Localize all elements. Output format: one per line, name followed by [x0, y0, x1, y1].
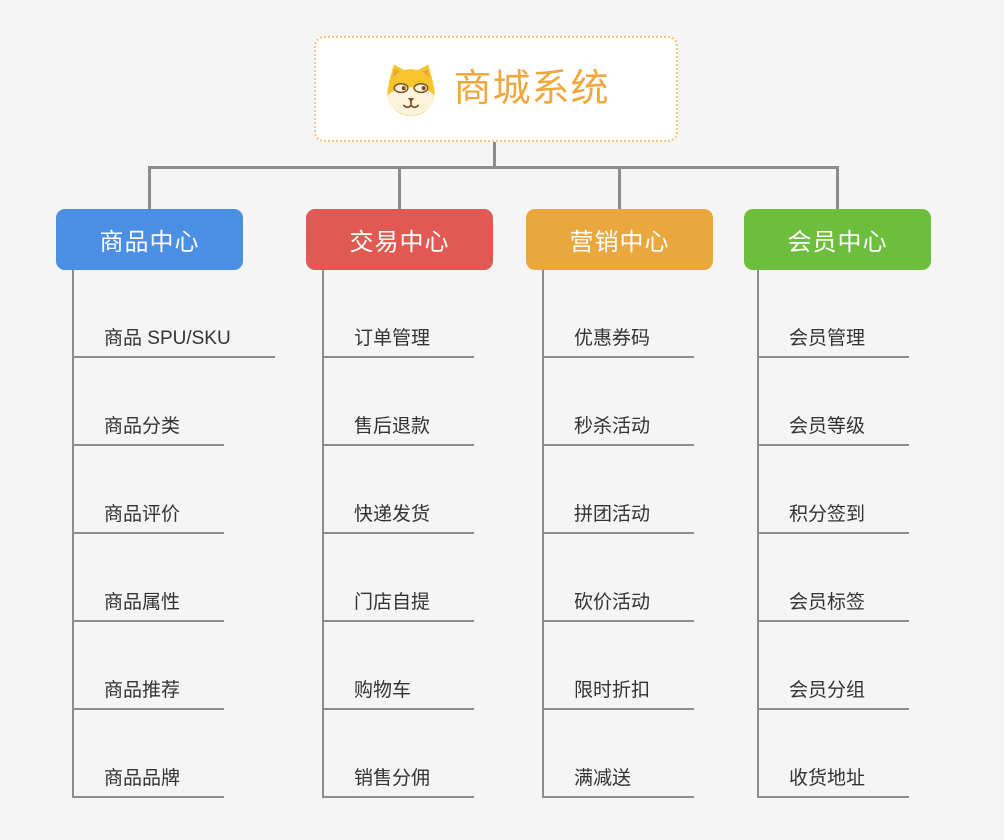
leaf-node[interactable]: 满减送	[544, 710, 694, 798]
leaf-node[interactable]: 拼团活动	[544, 446, 695, 534]
leaf-node[interactable]: 订单管理	[324, 270, 475, 358]
leaf-node[interactable]: 销售分佣	[324, 710, 475, 798]
leaf-label: 满减送	[574, 768, 632, 790]
leaf-label: 门店自提	[354, 592, 431, 614]
leaf-label: 砍价活动	[574, 592, 651, 614]
leaf-label: 商品 SPU/SKU	[104, 328, 231, 350]
leaf-label: 商品分类	[104, 416, 181, 438]
leaf-label: 会员等级	[789, 416, 866, 438]
leaf-label: 快递发货	[354, 504, 431, 526]
leaf-node[interactable]: 砍价活动	[544, 534, 695, 622]
leaf-label: 限时折扣	[574, 680, 651, 702]
branch-header-member-center[interactable]: 会员中心	[744, 209, 931, 270]
leaf-label: 商品推荐	[104, 680, 181, 702]
leaf-node[interactable]: 门店自提	[324, 534, 475, 622]
leaf-label: 商品属性	[104, 592, 181, 614]
leaf-node[interactable]: 收货地址	[759, 710, 910, 798]
connector-drop-branch-3	[618, 166, 621, 211]
connector-drop-branch-1	[148, 166, 151, 211]
branch-header-product-center[interactable]: 商品中心	[56, 209, 243, 270]
leaf-node[interactable]: 售后退款	[324, 358, 475, 446]
leaf-node[interactable]: 购物车	[324, 622, 474, 710]
leaf-label: 拼团活动	[574, 504, 651, 526]
leaf-label: 购物车	[354, 680, 412, 702]
branch-header-trade-center[interactable]: 交易中心	[306, 209, 493, 270]
leaf-label: 销售分佣	[354, 768, 431, 790]
leaf-node[interactable]: 会员标签	[759, 534, 910, 622]
leaf-node[interactable]: 商品评价	[74, 446, 225, 534]
leaf-label: 收货地址	[789, 768, 866, 790]
branch-column-member-center: 会员管理 会员等级 积分签到 会员标签 会员分组 收货地址	[757, 270, 910, 798]
leaf-node[interactable]: 商品 SPU/SKU	[74, 270, 275, 358]
leaf-node[interactable]: 会员管理	[759, 270, 910, 358]
leaf-label: 优惠券码	[574, 328, 651, 350]
root-title: 商城系统	[453, 68, 610, 110]
leaf-node[interactable]: 会员分组	[759, 622, 910, 710]
branch-header-marketing-center[interactable]: 营销中心	[526, 209, 713, 270]
leaf-label: 会员分组	[789, 680, 866, 702]
leaf-label: 积分签到	[789, 504, 866, 526]
connector-horizontal-rail	[148, 166, 839, 169]
leaf-label: 会员标签	[789, 592, 866, 614]
connector-drop-branch-2	[398, 166, 401, 211]
branch-column-trade-center: 订单管理 售后退款 快递发货 门店自提 购物车 销售分佣	[322, 270, 475, 798]
leaf-label: 秒杀活动	[574, 416, 651, 438]
leaf-node[interactable]: 快递发货	[324, 446, 475, 534]
leaf-node[interactable]: 商品属性	[74, 534, 225, 622]
leaf-node[interactable]: 限时折扣	[544, 622, 695, 710]
leaf-label: 商品品牌	[104, 768, 181, 790]
leaf-node[interactable]: 会员等级	[759, 358, 910, 446]
leaf-label: 售后退款	[354, 416, 431, 438]
leaf-node[interactable]: 优惠券码	[544, 270, 695, 358]
branch-column-product-center: 商品 SPU/SKU 商品分类 商品评价 商品属性 商品推荐 商品品牌	[72, 270, 275, 798]
leaf-label: 会员管理	[789, 328, 866, 350]
connector-root-stem	[493, 142, 496, 169]
branch-column-marketing-center: 优惠券码 秒杀活动 拼团活动 砍价活动 限时折扣 满减送	[542, 270, 695, 798]
leaf-node[interactable]: 商品品牌	[74, 710, 225, 798]
leaf-label: 商品评价	[104, 504, 181, 526]
dog-face-icon	[387, 64, 436, 117]
root-node[interactable]: 商城系统	[314, 36, 678, 142]
leaf-label: 订单管理	[354, 328, 431, 350]
connector-drop-branch-4	[836, 166, 839, 211]
leaf-node[interactable]: 积分签到	[759, 446, 910, 534]
leaf-node[interactable]: 商品分类	[74, 358, 225, 446]
leaf-node[interactable]: 商品推荐	[74, 622, 225, 710]
leaf-node[interactable]: 秒杀活动	[544, 358, 695, 446]
